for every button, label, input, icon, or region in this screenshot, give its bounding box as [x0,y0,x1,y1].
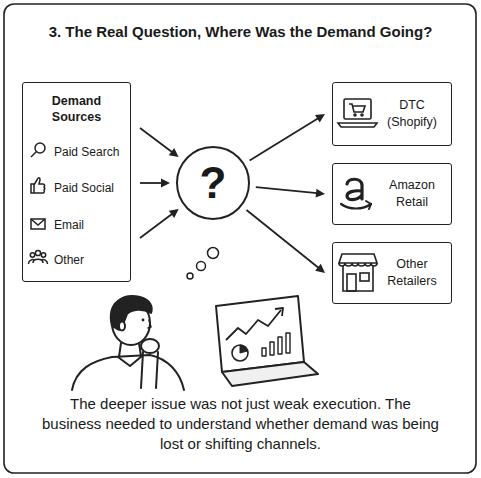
flow-arrow [140,128,179,157]
arrow-line [250,118,319,160]
channel-name: DTC (Shopify) [379,97,445,131]
amazon-logo [341,179,371,209]
arrow-line [140,214,172,238]
arrow-line [256,187,317,193]
arrow-line [140,128,172,152]
arrow-head [161,179,170,188]
store-icon [339,254,377,291]
source-panel: Demand SourcesPaid SearchPaid SocialEmai… [22,82,131,282]
arrow-line [140,182,162,184]
channel-name: Other Retailers [379,256,445,290]
channel-box: DTC (Shopify) [332,82,452,146]
source-item: Paid Search [54,145,119,159]
arrow-head [316,189,325,198]
channel-box: Other Retailers [332,242,452,304]
source-item: Other [54,253,84,267]
flow-arrow [250,114,325,160]
channel-name: Amazon Retail [379,177,445,211]
source-icons [29,143,48,264]
arrow-head [169,148,179,157]
frame [4,4,476,473]
flow-arrow [140,179,170,188]
arrow-head [169,209,179,218]
flow-arrow [247,210,325,273]
flow-arrow [256,187,325,197]
thinking-man [72,296,184,390]
source-item: Paid Social [54,181,114,195]
question-mark: ? [200,161,227,205]
thought-bubbles [187,248,219,280]
flow-arrow [140,209,179,238]
arrow-head [315,114,325,123]
panel-heading: Demand Sources [23,93,130,125]
laptop-dashboard [216,296,318,386]
question-circle: ? [176,146,250,220]
diagram-caption: The deeper issue was not just weak execu… [40,394,441,454]
arrow-line [247,210,319,268]
laptop-cart-icon [338,99,377,127]
arrow-head [315,264,325,273]
source-item: Email [54,218,84,232]
channel-box: Amazon Retail [332,163,452,225]
diagram-title: 3. The Real Question, Where Was the Dema… [10,22,471,42]
